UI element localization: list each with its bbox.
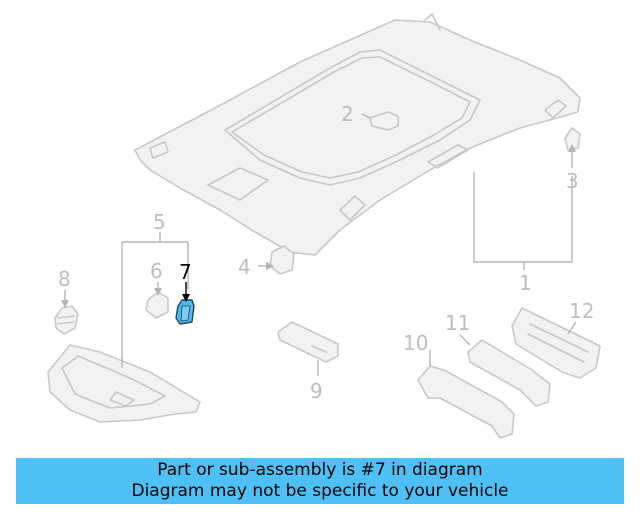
leader-11	[459, 334, 471, 346]
leader-6-arrowhead	[154, 288, 162, 296]
leader-8-arrowhead	[61, 300, 69, 308]
info-banner: Part or sub-assembly is #7 in diagram Di…	[16, 458, 624, 504]
callout-3[interactable]: 3	[566, 169, 579, 193]
callout-8[interactable]: 8	[58, 267, 71, 291]
leader-lines	[61, 113, 577, 376]
callout-4[interactable]: 4	[238, 255, 251, 279]
callout-2[interactable]: 2	[341, 102, 354, 126]
callout-12[interactable]: 12	[569, 299, 594, 323]
leader-7-arrowhead	[182, 294, 190, 302]
leader-4-arrowhead	[266, 262, 274, 270]
callout-7[interactable]: 7	[179, 260, 192, 284]
part-10-grab-handle[interactable]	[417, 365, 515, 439]
callout-9[interactable]: 9	[310, 379, 323, 403]
part-11-bracket[interactable]	[467, 339, 551, 407]
part-6-clip[interactable]	[145, 291, 169, 319]
banner-line-1: Part or sub-assembly is #7 in diagram	[157, 460, 483, 480]
callout-5[interactable]: 5	[153, 210, 166, 234]
part-7-highlighted[interactable]	[175, 299, 195, 325]
part-9-lamp[interactable]	[277, 321, 339, 363]
leader-1-bracket	[473, 172, 573, 263]
part-12-console[interactable]	[511, 307, 601, 379]
leader-3-arrowhead	[568, 144, 576, 152]
callout-6[interactable]: 6	[150, 259, 163, 283]
sun-visor-part-5[interactable]	[47, 344, 201, 423]
callout-1[interactable]: 1	[519, 271, 532, 295]
part-4-clip[interactable]	[269, 245, 295, 275]
part-2-bracket[interactable]	[369, 111, 399, 131]
leader-12	[567, 321, 577, 335]
leader-5-bracket	[121, 241, 189, 368]
part-3-clip[interactable]	[564, 127, 581, 151]
callout-10[interactable]: 10	[403, 331, 428, 355]
headliner-part-1[interactable]	[134, 13, 581, 256]
callout-11[interactable]: 11	[445, 311, 470, 335]
leader-2	[361, 113, 371, 119]
banner-line-2: Diagram may not be specific to your vehi…	[131, 481, 509, 501]
part-8-holder[interactable]	[54, 305, 79, 335]
